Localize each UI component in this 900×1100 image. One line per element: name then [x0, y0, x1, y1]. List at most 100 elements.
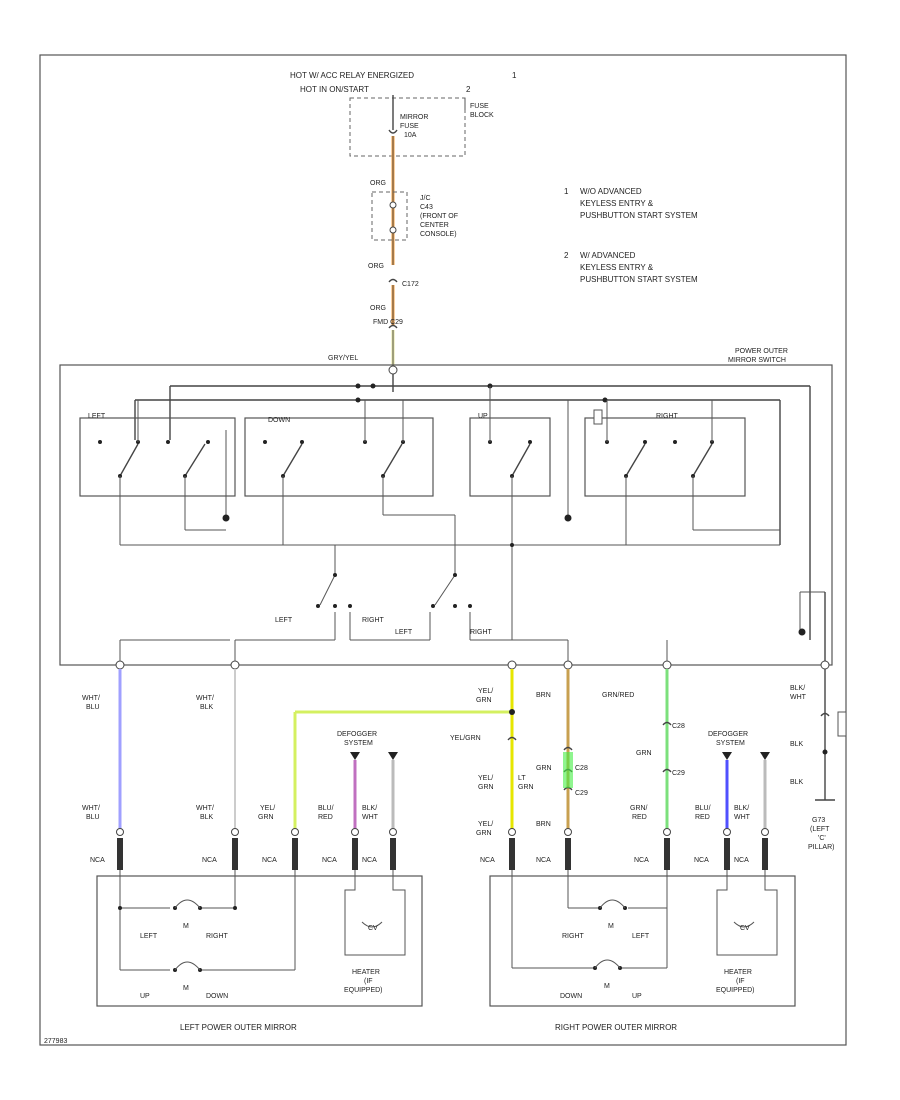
note2-num: 2: [564, 251, 569, 260]
switch-title: POWER OUTER MIRROR SWITCH: [728, 348, 788, 364]
rbr2: RED: [695, 814, 710, 821]
c29b-label: C29: [672, 770, 685, 777]
diagram-code: 277983: [44, 1038, 67, 1045]
right-heater-symbol: CV: [740, 925, 750, 932]
wire-label-wht-blk-top: WHT/BLK: [196, 695, 214, 711]
fuse-block-l2: BLOCK: [470, 112, 494, 119]
right-mirror-up-label: UP: [632, 993, 642, 1000]
note1-l1: W/O ADVANCED: [580, 187, 642, 196]
switch-down-group: [244, 417, 434, 497]
selector-left-label: LEFT: [275, 617, 293, 624]
wtb2: BLU: [86, 704, 100, 711]
left-mirror-outline: [96, 875, 423, 1007]
selector-right2-label: RIGHT: [470, 629, 493, 636]
wire-label-wht-blu-top: WHT/BLU: [82, 695, 100, 711]
wire-label-yel-grn-2: YEL/GRN: [478, 775, 494, 791]
c28b-label: C28: [672, 723, 685, 730]
wire-label-grn-mid: GRN: [636, 750, 652, 757]
right-mirror-m2: M: [604, 983, 610, 990]
selector-left2-label: LEFT: [395, 629, 413, 636]
mirror-fuse-l3: 10A: [404, 132, 417, 139]
wire-label-brn-mid: GRN: [536, 765, 552, 772]
gw1: BLK/: [790, 685, 805, 692]
jc-l4: CENTER: [420, 222, 449, 229]
c28a-label: C28: [575, 765, 588, 772]
nca-2: NCA: [202, 857, 217, 864]
gw2: WHT: [790, 694, 807, 701]
right-mirror-m1: M: [608, 923, 614, 930]
wire-label-right-blu-red: BLU/RED: [695, 805, 711, 821]
defog-r-l1: DEFOGGER: [708, 731, 748, 738]
switch-title-l2: MIRROR SWITCH: [728, 357, 786, 364]
hot-on-label: HOT IN ON/START: [300, 85, 369, 94]
wire-label-grn-red-top: GRN/RED: [602, 692, 634, 699]
nca-stubs: [117, 838, 768, 870]
lbr1: BLU/: [318, 805, 334, 812]
left-mirror-m2: M: [183, 985, 189, 992]
wkt2: BLK: [200, 704, 214, 711]
switch-right-group: [584, 417, 746, 497]
feed-wire2-label: ORG: [368, 263, 384, 270]
left-mirror-up-label: UP: [140, 993, 150, 1000]
hot-on-note: 2: [466, 85, 471, 94]
defog-l-l2: SYSTEM: [344, 740, 373, 747]
rbw1: BLK/: [734, 805, 749, 812]
note2-l3: PUSHBUTTON START SYSTEM: [580, 275, 698, 284]
note1-num: 1: [564, 187, 569, 196]
switch-up-label: UP: [478, 413, 488, 420]
rbw2: WHT: [734, 814, 751, 821]
wire-label-yel-grn-top: YEL/GRN: [476, 688, 493, 704]
note2-l2: KEYLESS ENTRY &: [580, 263, 654, 272]
gl4: PILLAR): [808, 844, 834, 851]
rh2: (IF: [736, 978, 745, 985]
right-mirror-left-label: LEFT: [632, 933, 650, 940]
nca-4: NCA: [322, 857, 337, 864]
lyg1: YEL/: [260, 805, 275, 812]
switch-title-l1: POWER OUTER: [735, 348, 788, 355]
switch-contact-dots: [98, 440, 714, 478]
note1-l2: KEYLESS ENTRY &: [580, 199, 654, 208]
lh2: (IF: [364, 978, 373, 985]
wire-label-brn-bot: BRN: [536, 821, 551, 828]
wire-label-wht-blu-bot: WHT/BLU: [82, 805, 100, 821]
mirror-pins: [116, 828, 769, 836]
switch-left-label: LEFT: [88, 413, 106, 420]
mirror-fuse-l2: FUSE: [400, 123, 419, 130]
gl3: 'C': [818, 835, 826, 842]
wkt1: WHT/: [196, 695, 214, 702]
nca-10: NCA: [734, 857, 749, 864]
grb1: GRN/: [630, 805, 648, 812]
lh1: HEATER: [352, 969, 380, 976]
jc-l1: J/C: [420, 195, 431, 202]
hot-acc-label: HOT W/ ACC RELAY ENERGIZED: [290, 71, 414, 80]
selector-switch: [235, 574, 568, 641]
nca-1: NCA: [90, 857, 105, 864]
defogger-left-label: DEFOGGER SYSTEM: [337, 731, 377, 747]
ltg1: LT: [518, 775, 526, 782]
right-mirror-motors: [511, 870, 778, 969]
defog-l-l1: DEFOGGER: [337, 731, 377, 738]
gl2: (LEFT: [810, 826, 830, 833]
left-heater-symbol: CV: [368, 925, 378, 932]
nca-8: NCA: [634, 857, 649, 864]
grb2: RED: [632, 814, 647, 821]
right-mirror-title: RIGHT POWER OUTER MIRROR: [555, 1023, 677, 1032]
feed-wire1-label: ORG: [370, 180, 386, 187]
switch-down-label: DOWN: [268, 417, 290, 424]
ground-blk2-label: BLK: [790, 779, 804, 786]
feed-conn1-label: C172: [402, 281, 419, 288]
wire-label-brn-top: BRN: [536, 692, 551, 699]
switch-left-group: [79, 417, 236, 497]
wire-label-left-blu-red: BLU/RED: [318, 805, 334, 821]
rh1: HEATER: [724, 969, 752, 976]
mirror-switch-outline: [59, 364, 833, 666]
jc-l2: C43: [420, 204, 433, 211]
left-mirror-down-label: DOWN: [206, 993, 228, 1000]
hot-acc-note: 1: [512, 71, 517, 80]
ygt2: GRN: [476, 697, 492, 704]
lbw1: BLK/: [362, 805, 377, 812]
wbb2: BLU: [86, 814, 100, 821]
lh3: EQUIPPED): [344, 987, 383, 994]
